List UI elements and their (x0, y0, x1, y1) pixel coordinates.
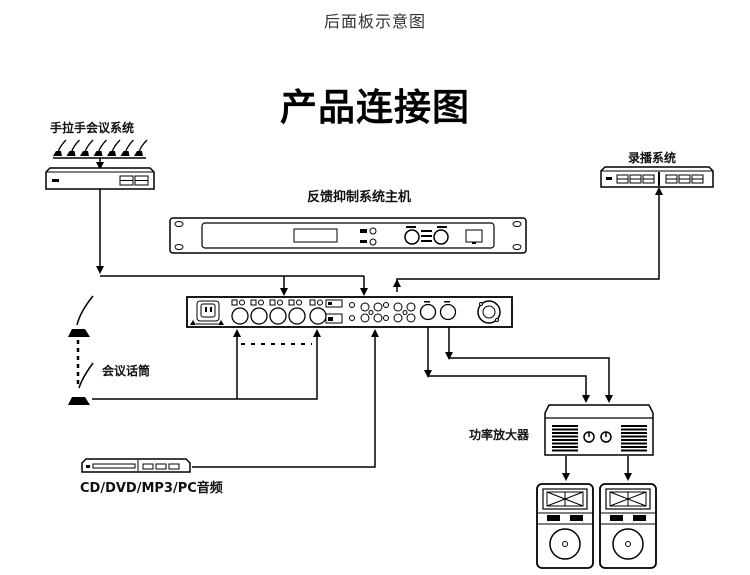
rca-jack (373, 302, 383, 312)
recording-system-unit (600, 166, 714, 188)
conference-mic-bottom (68, 362, 94, 405)
rca-jack (406, 302, 416, 312)
speaker (536, 483, 594, 569)
conference-system-mic (53, 139, 67, 156)
amp-vent-slat (552, 442, 578, 445)
conference-system-unit (45, 167, 155, 190)
main-unit-rear-panel (186, 296, 513, 328)
amp-vent-slat (621, 428, 647, 431)
xlr-input (269, 299, 287, 325)
conference-mic-top (68, 295, 94, 337)
amp-vent-slat (621, 425, 647, 427)
power-amplifier-label: 功率放大器 (469, 428, 530, 442)
rear-panel-subtitle: 后面板示意图 (323, 12, 426, 31)
rca-jack (349, 302, 355, 308)
amp-vent-slat (552, 428, 578, 431)
rca-jack (406, 313, 416, 323)
amp-vent-slat (621, 432, 647, 434)
xlr-input (288, 299, 306, 325)
rca-jack (349, 315, 355, 321)
amp-vent-slat (552, 425, 578, 427)
speaker (599, 483, 657, 569)
amp-vent-slat (552, 432, 578, 434)
recording-system-label: 录播系统 (628, 151, 677, 165)
conference-system-mic (107, 139, 121, 156)
amp-vent-slat (552, 439, 578, 441)
rca-jack (368, 310, 374, 315)
xlr-input (231, 299, 249, 325)
conference-system-mic (134, 139, 148, 156)
rca-jack (393, 313, 403, 323)
rca-jack (383, 315, 389, 321)
amp-vent-slat (552, 446, 578, 448)
amp-vent-slat (621, 449, 647, 452)
rca-jack (393, 302, 403, 312)
rca-jack (360, 313, 370, 323)
amp-vent-slat (621, 439, 647, 441)
page-title: 产品连接图 (280, 86, 470, 129)
amp-vent-slat (552, 449, 578, 452)
conference-mics-group (53, 139, 148, 170)
connection-lines (92, 187, 663, 481)
conference-system-mic (80, 139, 94, 156)
media-source-unit (81, 458, 191, 473)
amp-vent-slat (621, 442, 647, 445)
rca-jack (373, 313, 383, 323)
power-amplifier-unit (544, 404, 654, 456)
rca-jack (383, 302, 389, 308)
amp-vent-slat (552, 435, 578, 438)
amp-vent-slat (621, 446, 647, 448)
media-source-label: CD/DVD/MP3/PC音频 (80, 481, 223, 496)
conference-system-mic (93, 139, 107, 156)
rca-jack (360, 302, 370, 312)
xlr-input (250, 299, 268, 325)
conference-system-mic (120, 139, 134, 156)
conference-mic-label: 会议话筒 (102, 364, 151, 378)
main-unit-label: 反馈抑制系统主机 (307, 190, 412, 205)
conference-system-label: 手拉手会议系统 (50, 121, 135, 135)
amp-vent-slat (621, 435, 647, 438)
conference-system-mic (66, 139, 80, 156)
main-unit-front-panel (169, 217, 527, 254)
rca-jack (402, 310, 408, 315)
